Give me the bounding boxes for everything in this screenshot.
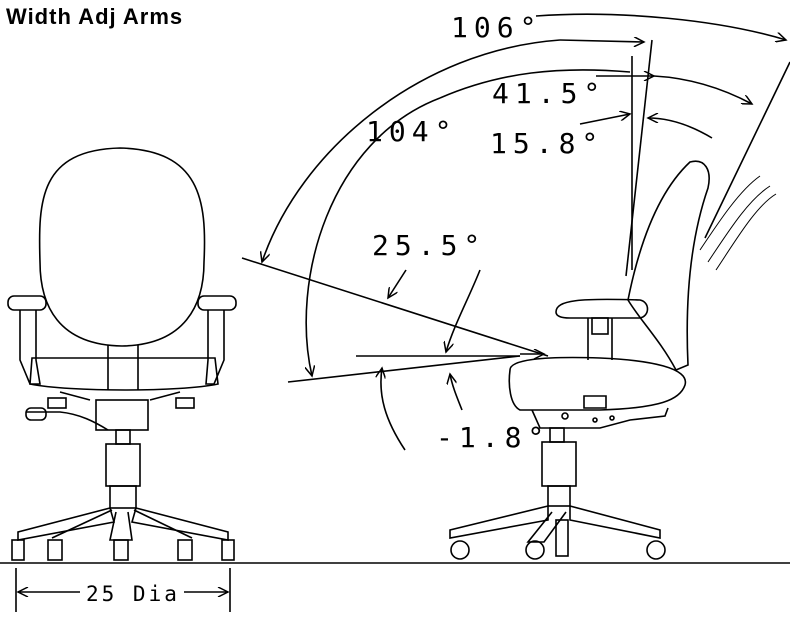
- front-cylinder: [105, 443, 141, 487]
- front-backrest: [38, 147, 206, 347]
- front-view-chair: [7, 147, 237, 561]
- angle-label-106: 106°: [451, 11, 543, 44]
- diagram-title: Width Adj Arms: [6, 4, 184, 29]
- front-right-arm-pad: [197, 295, 237, 311]
- angle-arcs: [262, 13, 786, 451]
- seat-line-25: [241, 257, 549, 357]
- back-angle-line-41: [704, 61, 790, 239]
- angle-label-41-5: 41.5°: [492, 77, 607, 110]
- angle-label-neg-1-8: -1.8°: [436, 421, 551, 454]
- side-backrest: [627, 160, 710, 372]
- side-seat: [508, 356, 687, 411]
- front-seat: [29, 357, 219, 391]
- angle-label-15-8: 15.8°: [490, 127, 605, 160]
- side-arm-pad: [555, 298, 649, 319]
- angle-label-25-5: 25.5°: [372, 229, 487, 262]
- angle-label-104: 104°: [366, 115, 458, 148]
- seat-line-neg1: [287, 355, 521, 383]
- front-left-arm-pad: [7, 295, 47, 311]
- side-view-chair: [449, 160, 777, 560]
- side-backrest-reclined: [699, 175, 777, 271]
- base-diameter-label: 25 Dia: [82, 582, 184, 606]
